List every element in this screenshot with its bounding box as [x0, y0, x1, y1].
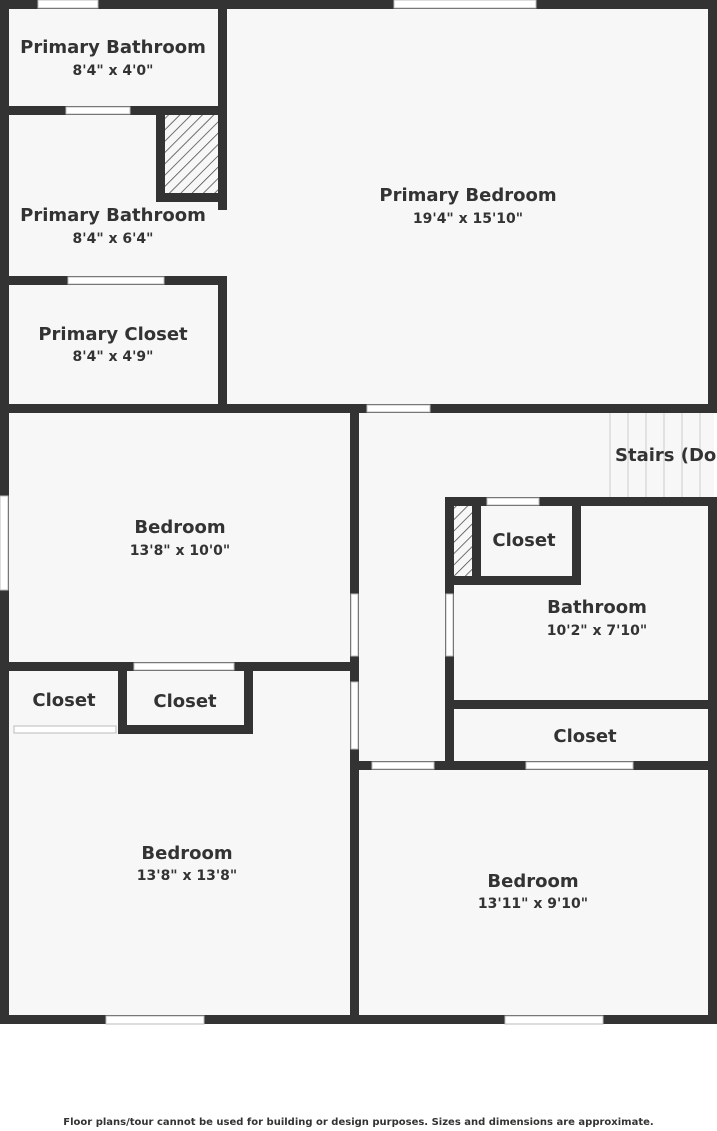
door-hall-closet	[486, 497, 540, 506]
room-primary-bedroom-name: Primary Bedroom	[379, 185, 556, 206]
door-bathroom	[445, 593, 454, 657]
room-bedroom-1-dim: 13'8" x 10'0"	[130, 543, 230, 559]
hatched-shaft-upper	[164, 115, 219, 194]
room-closet-b-name: Closet	[153, 691, 217, 712]
room-primary-bathroom-2-dim: 8'4" x 6'4"	[73, 231, 154, 247]
room-bedroom-2-dim: 13'8" x 13'8"	[137, 868, 237, 884]
room-closet-c-name: Closet	[553, 726, 617, 747]
room-labels: Primary Bathroom 8'4" x 4'0" Primary Bat…	[20, 37, 717, 912]
window-top-left	[37, 0, 99, 9]
door-closet-a	[13, 725, 117, 734]
openings	[0, 0, 634, 1025]
door-closet-b	[133, 662, 235, 671]
room-primary-bathroom-1-dim: 8'4" x 4'0"	[73, 63, 154, 79]
room-bedroom-3-name: Bedroom	[487, 871, 578, 892]
room-stairs-name: Stairs (Down)	[615, 445, 717, 466]
room-primary-closet-dim: 8'4" x 4'9"	[73, 349, 154, 365]
door-bedroom-2	[350, 681, 359, 750]
room-primary-closet-name: Primary Closet	[38, 324, 188, 345]
disclaimer-text: Floor plans/tour cannot be used for buil…	[63, 1117, 654, 1128]
door-primary-bath	[65, 106, 131, 115]
room-primary-bathroom-2-name: Primary Bathroom	[20, 205, 206, 226]
stairs-treads	[609, 413, 701, 497]
room-bedroom-2-name: Bedroom	[141, 843, 232, 864]
room-bedroom-3-dim: 13'11" x 9'10"	[478, 896, 588, 912]
door-primary-bedroom	[366, 404, 431, 413]
room-closet-a-name: Closet	[32, 690, 96, 711]
window-top-right	[393, 0, 537, 9]
room-bathroom-dim: 10'2" x 7'10"	[547, 623, 647, 639]
window-bottom-right	[504, 1015, 604, 1025]
door-bedroom-1	[350, 593, 359, 657]
room-bathroom-name: Bathroom	[547, 597, 647, 618]
door-closet-c	[525, 761, 634, 770]
door-primary-closet	[67, 276, 165, 285]
hatched-shaft-lower	[452, 505, 472, 580]
room-bedroom-1-name: Bedroom	[134, 517, 225, 538]
room-primary-bedroom-dim: 19'4" x 15'10"	[413, 211, 523, 227]
door-bedroom-3	[371, 761, 435, 770]
room-hall-closet-name: Closet	[492, 530, 556, 551]
room-primary-bathroom-1-name: Primary Bathroom	[20, 37, 206, 58]
window-left	[0, 495, 9, 591]
window-bottom-left	[105, 1015, 205, 1025]
